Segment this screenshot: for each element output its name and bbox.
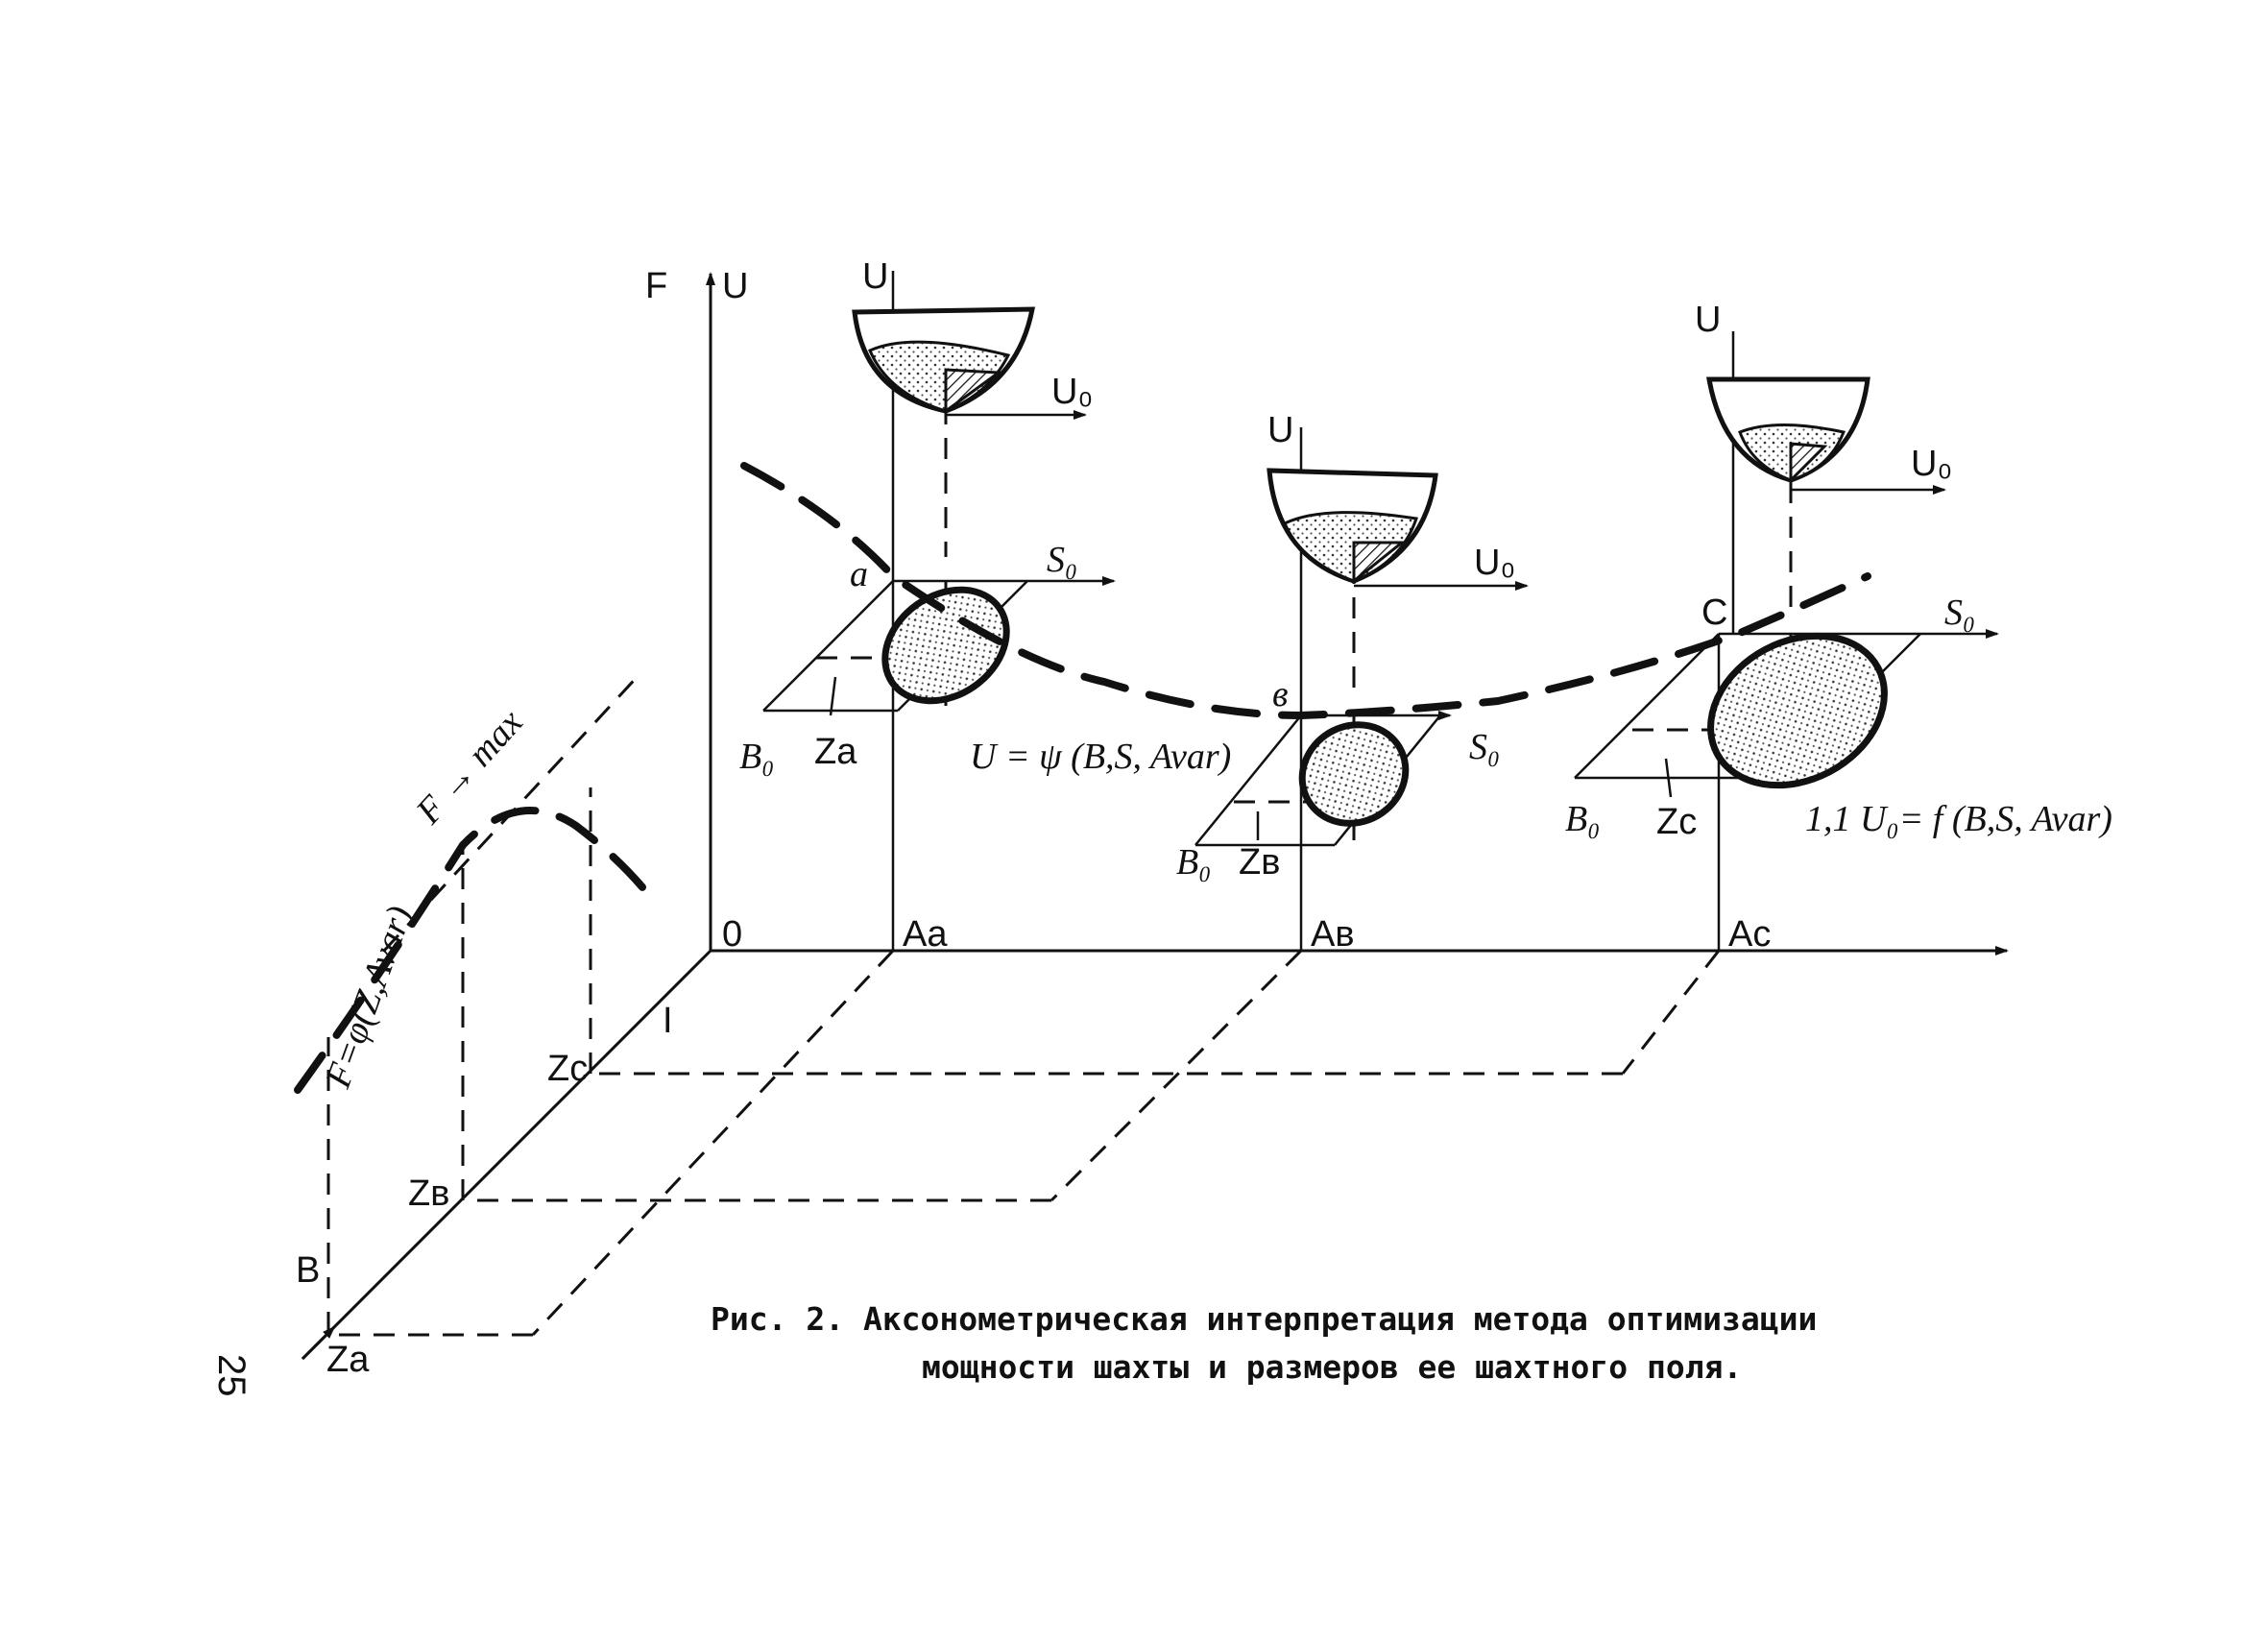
label-za-top: Za	[814, 732, 857, 772]
label-u0-b: U₀	[1474, 543, 1515, 583]
page-number: 25	[210, 1354, 253, 1397]
label-u-bowl-a: U	[862, 256, 888, 297]
label-origin: 0	[722, 914, 742, 955]
label-zb-top: Zв	[1239, 842, 1280, 883]
label-b0-b: B₀	[1176, 842, 1211, 883]
ellipse-b	[1298, 721, 1410, 827]
label-point-c: C	[1701, 593, 1727, 633]
label-s0-c: S₀	[1944, 593, 1975, 633]
figure-caption: Рис. 2. Аксонометрическая интерпретация …	[711, 1300, 1817, 1386]
ellipse-a	[881, 586, 1010, 705]
floor-grid	[336, 949, 1721, 1337]
label-f-axis: F	[645, 266, 667, 306]
u-psi-curve	[740, 462, 1871, 720]
section-c	[1574, 331, 1999, 798]
label-za-axis: Za	[326, 1340, 370, 1380]
section-a	[762, 271, 1116, 716]
caption-line-2: мощности шахты и размеров ее шахтного по…	[922, 1348, 1742, 1386]
label-point-b: в	[1272, 674, 1289, 714]
label-zb-axis: Zв	[408, 1173, 449, 1214]
label-u-axis: U	[722, 266, 748, 306]
z-depth-axis	[301, 949, 712, 1361]
ellipse-c	[1707, 632, 1888, 789]
label-f-formula: F=φ(Z,Avar)	[318, 901, 421, 1094]
label-aa: Aa	[903, 914, 948, 955]
label-u-bowl-c: U	[1695, 300, 1721, 340]
label-u-bowl-b: U	[1267, 410, 1293, 450]
label-point-a: a	[850, 554, 868, 594]
label-b0-a: B₀	[739, 737, 774, 777]
label-s0-b: S₀	[1469, 727, 1500, 767]
label-b-axis: B	[296, 1250, 320, 1291]
f-curve	[294, 807, 647, 1094]
label-s0-a: S₀	[1047, 540, 1077, 580]
left-f-plane	[294, 670, 647, 1333]
label-b0-c: B₀	[1565, 799, 1600, 839]
label-u-f: 1,1 U₀= f (B,S, Avar)	[1805, 799, 2112, 839]
label-ac: Ac	[1728, 914, 1771, 955]
label-ab: Aв	[1311, 914, 1355, 955]
caption-line-1: Рис. 2. Аксонометрическая интерпретация …	[711, 1300, 1817, 1338]
label-u0-a: U₀	[1051, 372, 1093, 412]
label-zc-axis: Zc	[547, 1049, 588, 1089]
section-b	[1194, 427, 1529, 847]
label-i: I	[663, 1001, 673, 1041]
label-u-psi: U = ψ (B,S, Avar)	[970, 737, 1231, 777]
label-u0-c: U₀	[1911, 444, 1952, 484]
label-zc-top: Zc	[1656, 802, 1697, 842]
main-axes	[301, 272, 2009, 1361]
